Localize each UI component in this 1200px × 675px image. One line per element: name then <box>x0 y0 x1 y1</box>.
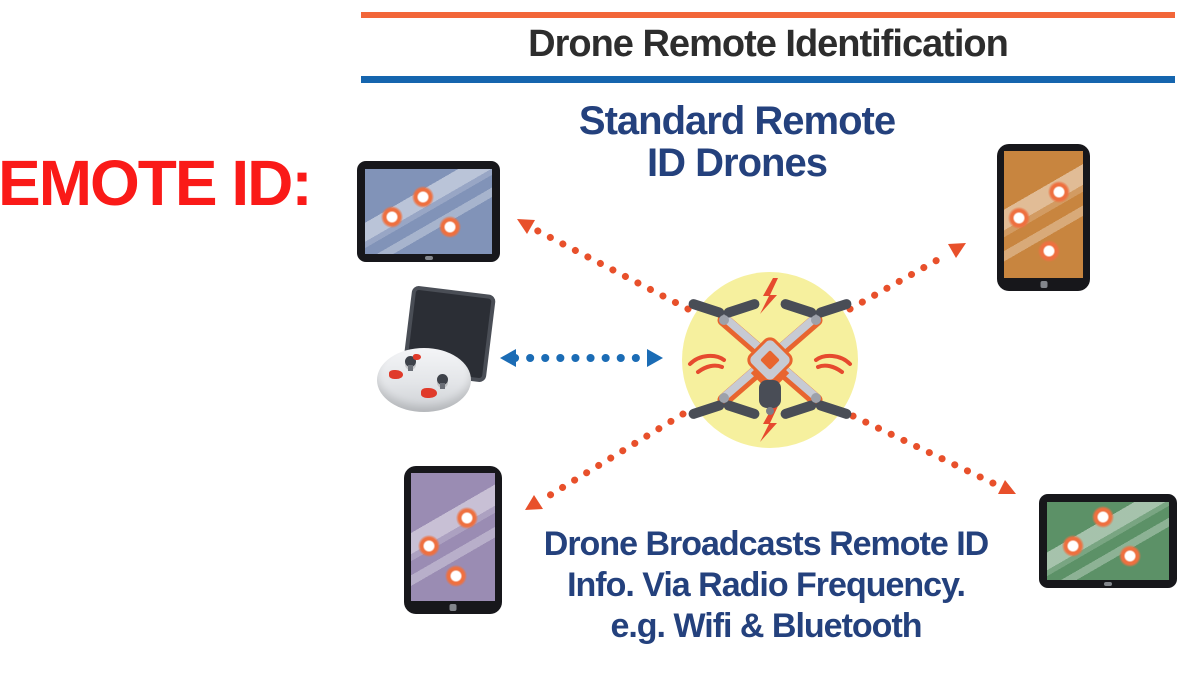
signal-dot <box>439 216 461 238</box>
broadcast-caption: Drone Broadcasts Remote ID Info. Via Rad… <box>516 524 1016 647</box>
home-button <box>1040 281 1047 288</box>
remote-controller-icon <box>375 285 497 420</box>
screen <box>411 473 495 601</box>
control-link-arrowhead-right <box>647 349 663 367</box>
controller-red-button <box>421 388 437 398</box>
broadcast-arrow-bottom-right-line <box>849 412 1003 490</box>
controller-red-button <box>413 354 421 360</box>
caption-line-3: e.g. Wifi & Bluetooth <box>610 607 922 645</box>
arrowhead-top-left <box>517 219 535 234</box>
signal-dot <box>1048 181 1070 203</box>
screen <box>365 169 492 254</box>
signal-dot <box>1038 240 1060 262</box>
signal-dot <box>1008 207 1030 229</box>
standard-remote-id-heading: Standard Remote ID Drones <box>537 100 937 184</box>
signal-dot <box>445 565 467 587</box>
joystick-right <box>437 374 448 389</box>
drone-hub <box>682 272 858 448</box>
receiver-monitor-bottom-right <box>1039 494 1177 588</box>
diagram-title: Drone Remote Identification <box>528 23 1009 65</box>
arrowhead-bottom-right <box>998 480 1016 494</box>
caption-line-2: Info. Via Radio Frequency. <box>567 566 966 604</box>
controller-red-button <box>389 370 403 379</box>
signal-dot <box>1062 535 1084 557</box>
receiver-tablet-bottom-left <box>404 466 502 614</box>
drone-icon <box>682 272 858 448</box>
arrowhead-bottom-left <box>525 495 543 510</box>
title-rule-top <box>361 12 1175 18</box>
caption-line-1: Drone Broadcasts Remote ID <box>543 525 989 563</box>
screen <box>1004 151 1083 278</box>
signal-dot <box>1119 545 1141 567</box>
title-rule-bottom <box>361 76 1175 83</box>
monitor-button <box>1104 582 1112 586</box>
arrowhead-top-right <box>948 243 966 258</box>
controller-base <box>377 348 471 412</box>
broadcast-arrow-top-left-line <box>532 226 692 313</box>
screen <box>1047 502 1169 580</box>
remote-id-label: EMOTE ID: <box>0 147 313 219</box>
heading-line-1: Standard Remote <box>578 99 896 143</box>
signal-dot <box>418 535 440 557</box>
control-link-arrowhead-left <box>500 349 516 367</box>
signal-dot <box>381 206 403 228</box>
broadcast-arrow-bottom-left-line <box>538 410 687 504</box>
receiver-monitor-top-left <box>357 161 500 262</box>
joystick-left <box>405 356 416 371</box>
home-button <box>449 604 457 611</box>
signal-dot <box>1092 506 1114 528</box>
signal-dot <box>412 186 434 208</box>
monitor-button <box>424 256 433 260</box>
heading-line-2: ID Drones <box>647 141 828 185</box>
broadcast-arrow-top-right-line <box>846 250 952 313</box>
signal-dot <box>456 507 478 529</box>
receiver-tablet-top-right <box>997 144 1090 291</box>
